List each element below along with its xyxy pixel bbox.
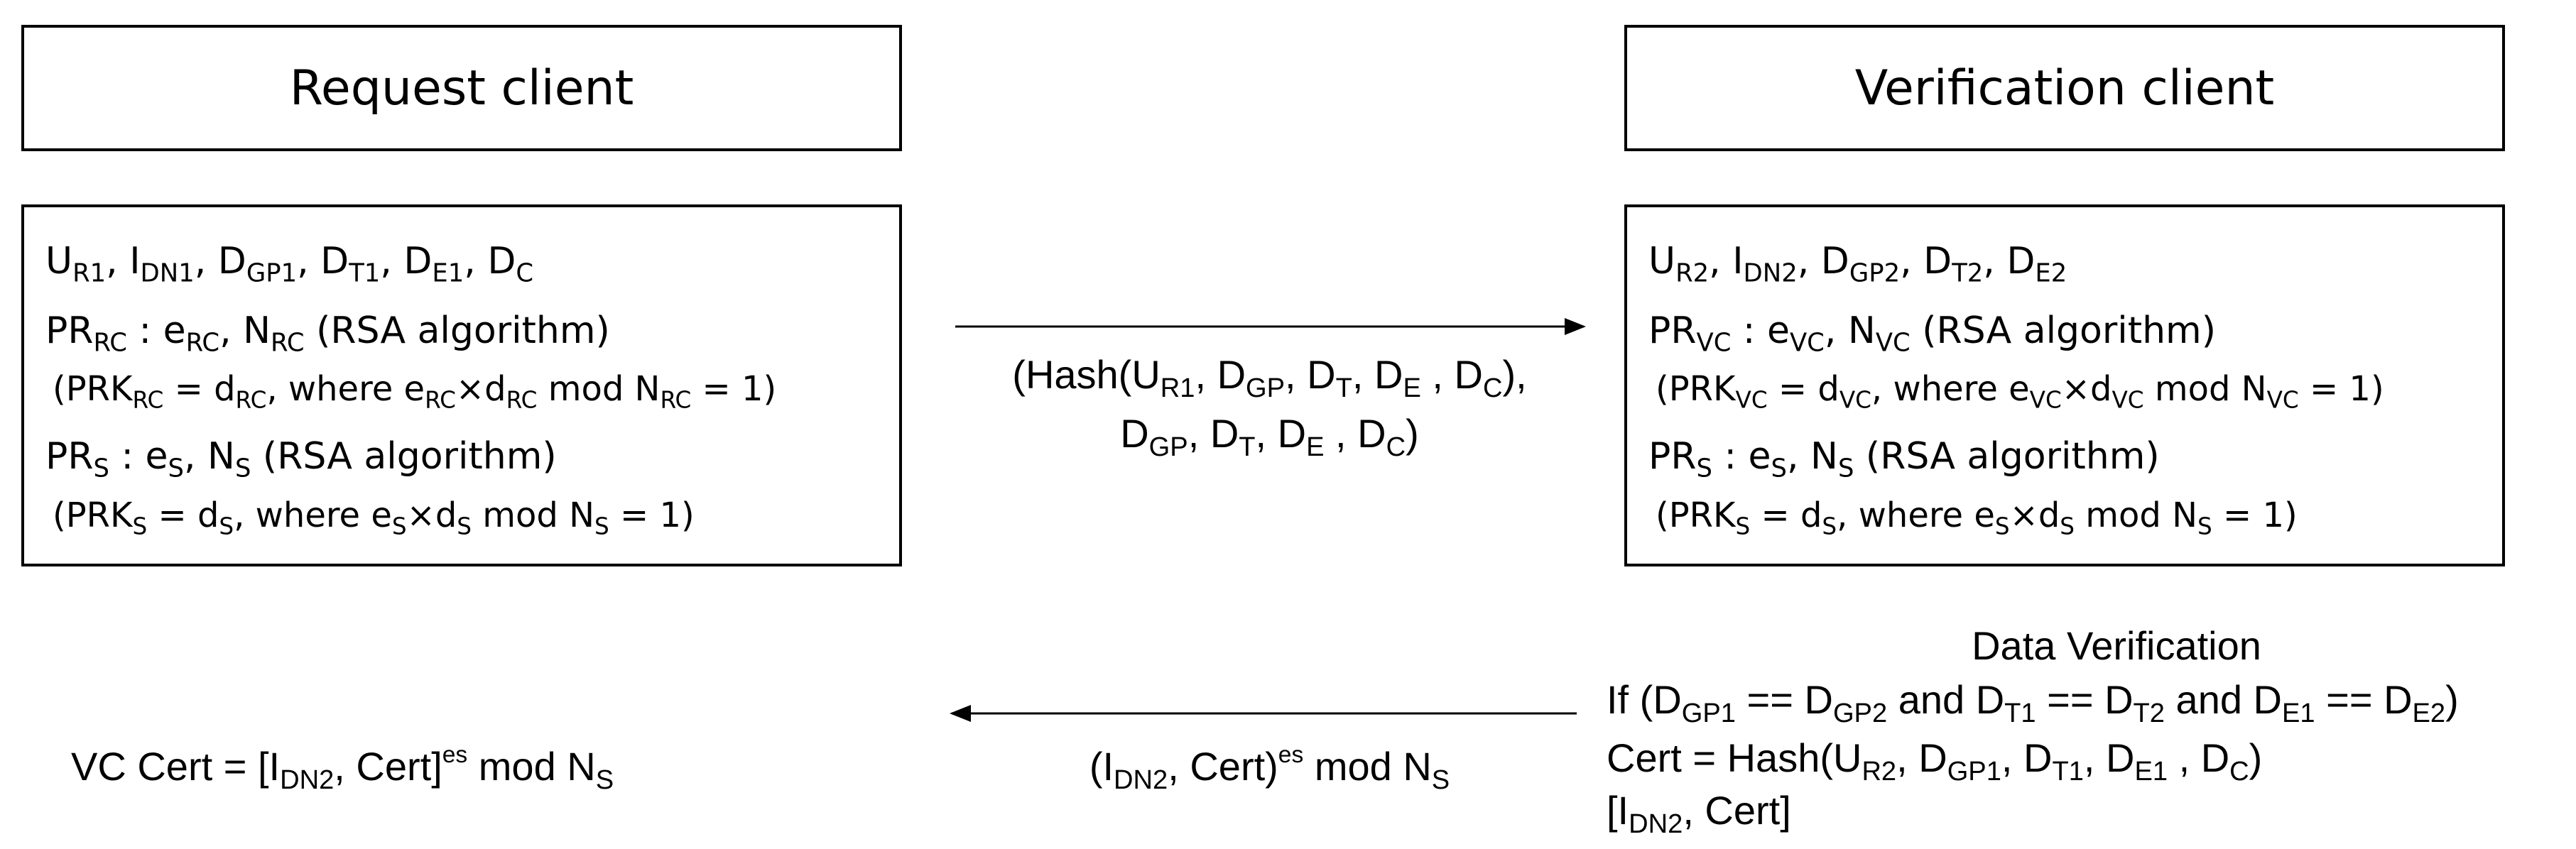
verification-client-data-line: UR2, IDN2, DGP2, DT2, DE2: [1648, 240, 2067, 288]
request-client-data-line: UR1, IDN1, DGP1, DT1, DE1, DC: [45, 240, 534, 288]
verification-client-pr-vc-line: PRVC : eVC, NVC (RSA algorithm): [1648, 310, 2216, 358]
vc-cert-formula: VC Cert = [IDN2, Cert]es mod NS: [71, 741, 614, 796]
message-to-verifier-line2: DGP, DT, DE , DC): [1120, 411, 1419, 463]
request-client-pr-s-line: PRS : eS, NS (RSA algorithm): [45, 435, 557, 483]
data-verification-pair-line: [IDN2, Cert]: [1607, 788, 1791, 840]
request-client-keys-box: UR1, IDN1, DGP1, DT1, DE1, DC PRRC : eRC…: [21, 204, 902, 566]
verification-client-title: Verification client: [1854, 60, 2275, 116]
verification-client-prk-s-line: (PRKS = dS, where eS×dS mod NS = 1): [1656, 495, 2298, 540]
data-verification-title: Data Verification: [1972, 623, 2261, 668]
data-verification-cert-line: Cert = Hash(UR2, DGP1, DT1, DE1 , DC): [1607, 735, 2263, 787]
request-client-prk-s-line: (PRKS = dS, where eS×dS mod NS = 1): [53, 495, 695, 540]
message-to-verifier-line1: (Hash(UR1, DGP, DT, DE , DC),: [1012, 352, 1527, 404]
request-client-pr-rc-line: PRRC : eRC, NRC (RSA algorithm): [45, 310, 610, 358]
verification-client-keys-box: UR2, IDN2, DGP2, DT2, DE2 PRVC : eVC, NV…: [1624, 204, 2505, 566]
verification-client-pr-s-line: PRS : eS, NS (RSA algorithm): [1648, 435, 2160, 483]
data-verification-if-line: If (DGP1 == DGP2 and DT1 == DT2 and DE1 …: [1607, 677, 2459, 729]
verification-client-title-box: Verification client: [1624, 25, 2505, 151]
message-to-requester: (IDN2, Cert)es mod NS: [1089, 741, 1450, 796]
request-client-title-box: Request client: [21, 25, 902, 151]
verification-client-prk-vc-line: (PRKVC = dVC, where eVC×dVC mod NVC = 1): [1656, 369, 2384, 414]
request-client-title: Request client: [289, 60, 634, 116]
request-client-prk-rc-line: (PRKRC = dRC, where eRC×dRC mod NRC = 1): [53, 369, 777, 414]
